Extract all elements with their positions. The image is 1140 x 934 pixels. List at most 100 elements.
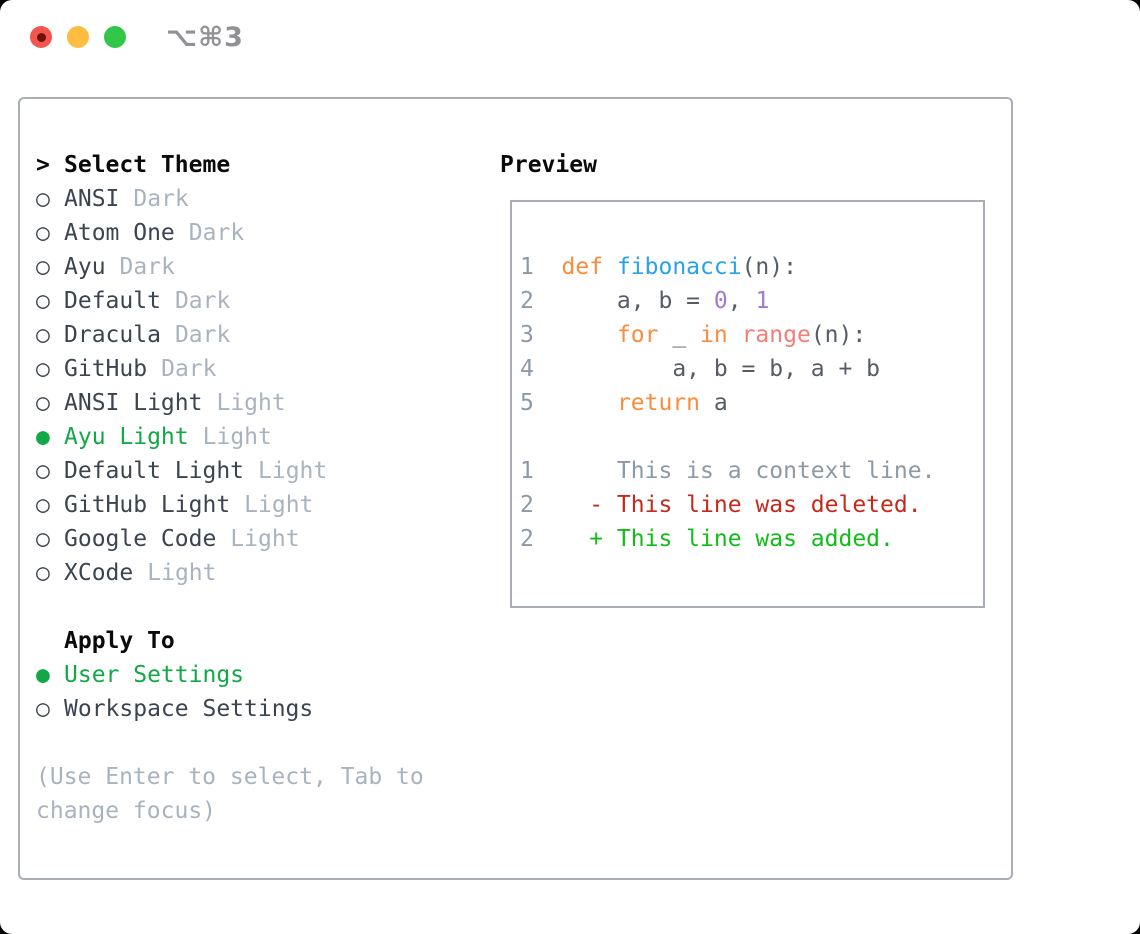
theme-option[interactable]: ○ Default Dark xyxy=(36,284,424,318)
code-token: This is a context line. xyxy=(561,458,936,484)
apply-option-user[interactable]: ● User Settings xyxy=(36,658,424,692)
theme-variant: Light xyxy=(258,458,328,484)
code-line: 3 for _ in range(n): xyxy=(520,318,935,352)
code-token: , xyxy=(727,288,756,314)
theme-option[interactable]: ○ ANSI Dark xyxy=(36,182,424,216)
help-line: change focus) xyxy=(36,798,217,824)
theme-name: Ayu Light xyxy=(64,424,189,450)
code-token: 1 xyxy=(755,288,770,314)
theme-option[interactable]: ○ Ayu Dark xyxy=(36,250,424,284)
theme-variant: Dark xyxy=(174,322,231,348)
preview-box: 1 def fibonacci(n): 2 a, b = 0, 1 3 for … xyxy=(510,200,985,608)
code-token: a, b = b, a + b xyxy=(561,356,881,382)
theme-option[interactable]: ○ Google Code Light xyxy=(36,522,424,556)
radio-icon: ○ xyxy=(36,458,50,484)
code-token: return xyxy=(616,390,714,416)
theme-name: Ayu xyxy=(64,254,106,280)
radio-icon: ○ xyxy=(36,696,50,722)
preview-title: Preview xyxy=(500,152,597,178)
radio-icon: ○ xyxy=(36,220,50,246)
theme-variant: Light xyxy=(244,492,314,518)
line-number: 4 xyxy=(520,356,562,382)
code-token: range xyxy=(741,322,811,348)
traffic-lights xyxy=(30,26,126,48)
zoom-button[interactable] xyxy=(104,26,126,48)
theme-variant: Dark xyxy=(161,356,217,382)
theme-list-title: Select Theme xyxy=(64,152,231,178)
apply-option-label: Workspace Settings xyxy=(64,696,314,722)
theme-variant: Light xyxy=(202,424,272,450)
code-token: def xyxy=(561,254,617,280)
help-text: (Use Enter to select, Tab to change focu… xyxy=(36,760,424,828)
theme-variant: Light xyxy=(216,390,286,416)
diff-added-line: 2 + This line was added. xyxy=(520,522,935,556)
theme-name: ANSI Light xyxy=(64,390,203,416)
code-token: (n): xyxy=(741,254,797,280)
radio-selected-icon: ● xyxy=(36,424,50,450)
code-token: (n): xyxy=(810,322,867,348)
code-line: 5 return a xyxy=(520,386,935,420)
line-number: 1 xyxy=(520,458,562,484)
theme-option[interactable]: ○ Default Light Light xyxy=(36,454,424,488)
theme-variant: Dark xyxy=(119,254,175,280)
apply-option-label: User Settings xyxy=(64,662,245,688)
radio-icon: ○ xyxy=(36,526,50,552)
radio-icon: ○ xyxy=(36,288,50,314)
radio-icon: ○ xyxy=(36,254,50,280)
theme-name: ANSI xyxy=(64,186,120,212)
diff-context-line: 1 This is a context line. xyxy=(520,454,935,488)
theme-name: Google Code xyxy=(64,526,217,552)
theme-name: XCode xyxy=(64,560,134,586)
close-dot-icon xyxy=(36,32,46,42)
theme-variant: Dark xyxy=(174,288,231,314)
line-number: 3 xyxy=(520,322,562,348)
code-block: 1 def fibonacci(n): 2 a, b = 0, 1 3 for … xyxy=(520,250,935,556)
minimize-button[interactable] xyxy=(67,26,89,48)
code-token: a xyxy=(713,390,728,416)
radio-icon: ○ xyxy=(36,560,50,586)
diff-deleted-line: 2 - This line was deleted. xyxy=(520,488,935,522)
code-token: + This line was added. xyxy=(561,526,894,552)
theme-name: Atom One xyxy=(64,220,175,246)
line-number: 2 xyxy=(520,492,562,518)
line-number: 2 xyxy=(520,526,562,552)
theme-variant: Light xyxy=(147,560,217,586)
window-shortcut: ⌥⌘3 xyxy=(166,22,244,53)
theme-name: Default xyxy=(64,288,161,314)
theme-name: GitHub xyxy=(64,356,148,382)
code-line-blank xyxy=(520,420,935,454)
theme-option[interactable]: ○ XCode Light xyxy=(36,556,424,590)
theme-option-selected[interactable]: ● Ayu Light Light xyxy=(36,420,424,454)
title-bar: ⌥⌘3 xyxy=(0,0,1140,70)
theme-list-header: > Select Theme xyxy=(36,148,424,182)
line-number: 5 xyxy=(520,390,562,416)
apply-to-header: Apply To xyxy=(64,628,175,654)
theme-option[interactable]: ○ Atom One Dark xyxy=(36,216,424,250)
focus-caret-icon: > xyxy=(36,152,50,178)
line-number: 1 xyxy=(520,254,562,280)
code-token xyxy=(562,322,617,348)
code-token xyxy=(562,390,617,416)
theme-name: Default Light xyxy=(64,458,245,484)
close-button[interactable] xyxy=(30,26,52,48)
code-token: - This line was deleted. xyxy=(561,492,922,518)
theme-variant: Light xyxy=(230,526,300,552)
code-token: for xyxy=(616,322,673,348)
theme-variant: Dark xyxy=(188,220,245,246)
code-line: 4 a, b = b, a + b xyxy=(520,352,935,386)
radio-icon: ○ xyxy=(36,186,50,212)
code-token: 0 xyxy=(713,288,728,314)
apply-option-workspace[interactable]: ○ Workspace Settings xyxy=(36,692,424,726)
radio-selected-icon: ● xyxy=(36,662,50,688)
code-token: in xyxy=(700,322,742,348)
code-line: 1 def fibonacci(n): xyxy=(520,250,935,284)
theme-variant: Dark xyxy=(133,186,189,212)
code-token: _ xyxy=(672,322,701,348)
radio-icon: ○ xyxy=(36,492,50,518)
